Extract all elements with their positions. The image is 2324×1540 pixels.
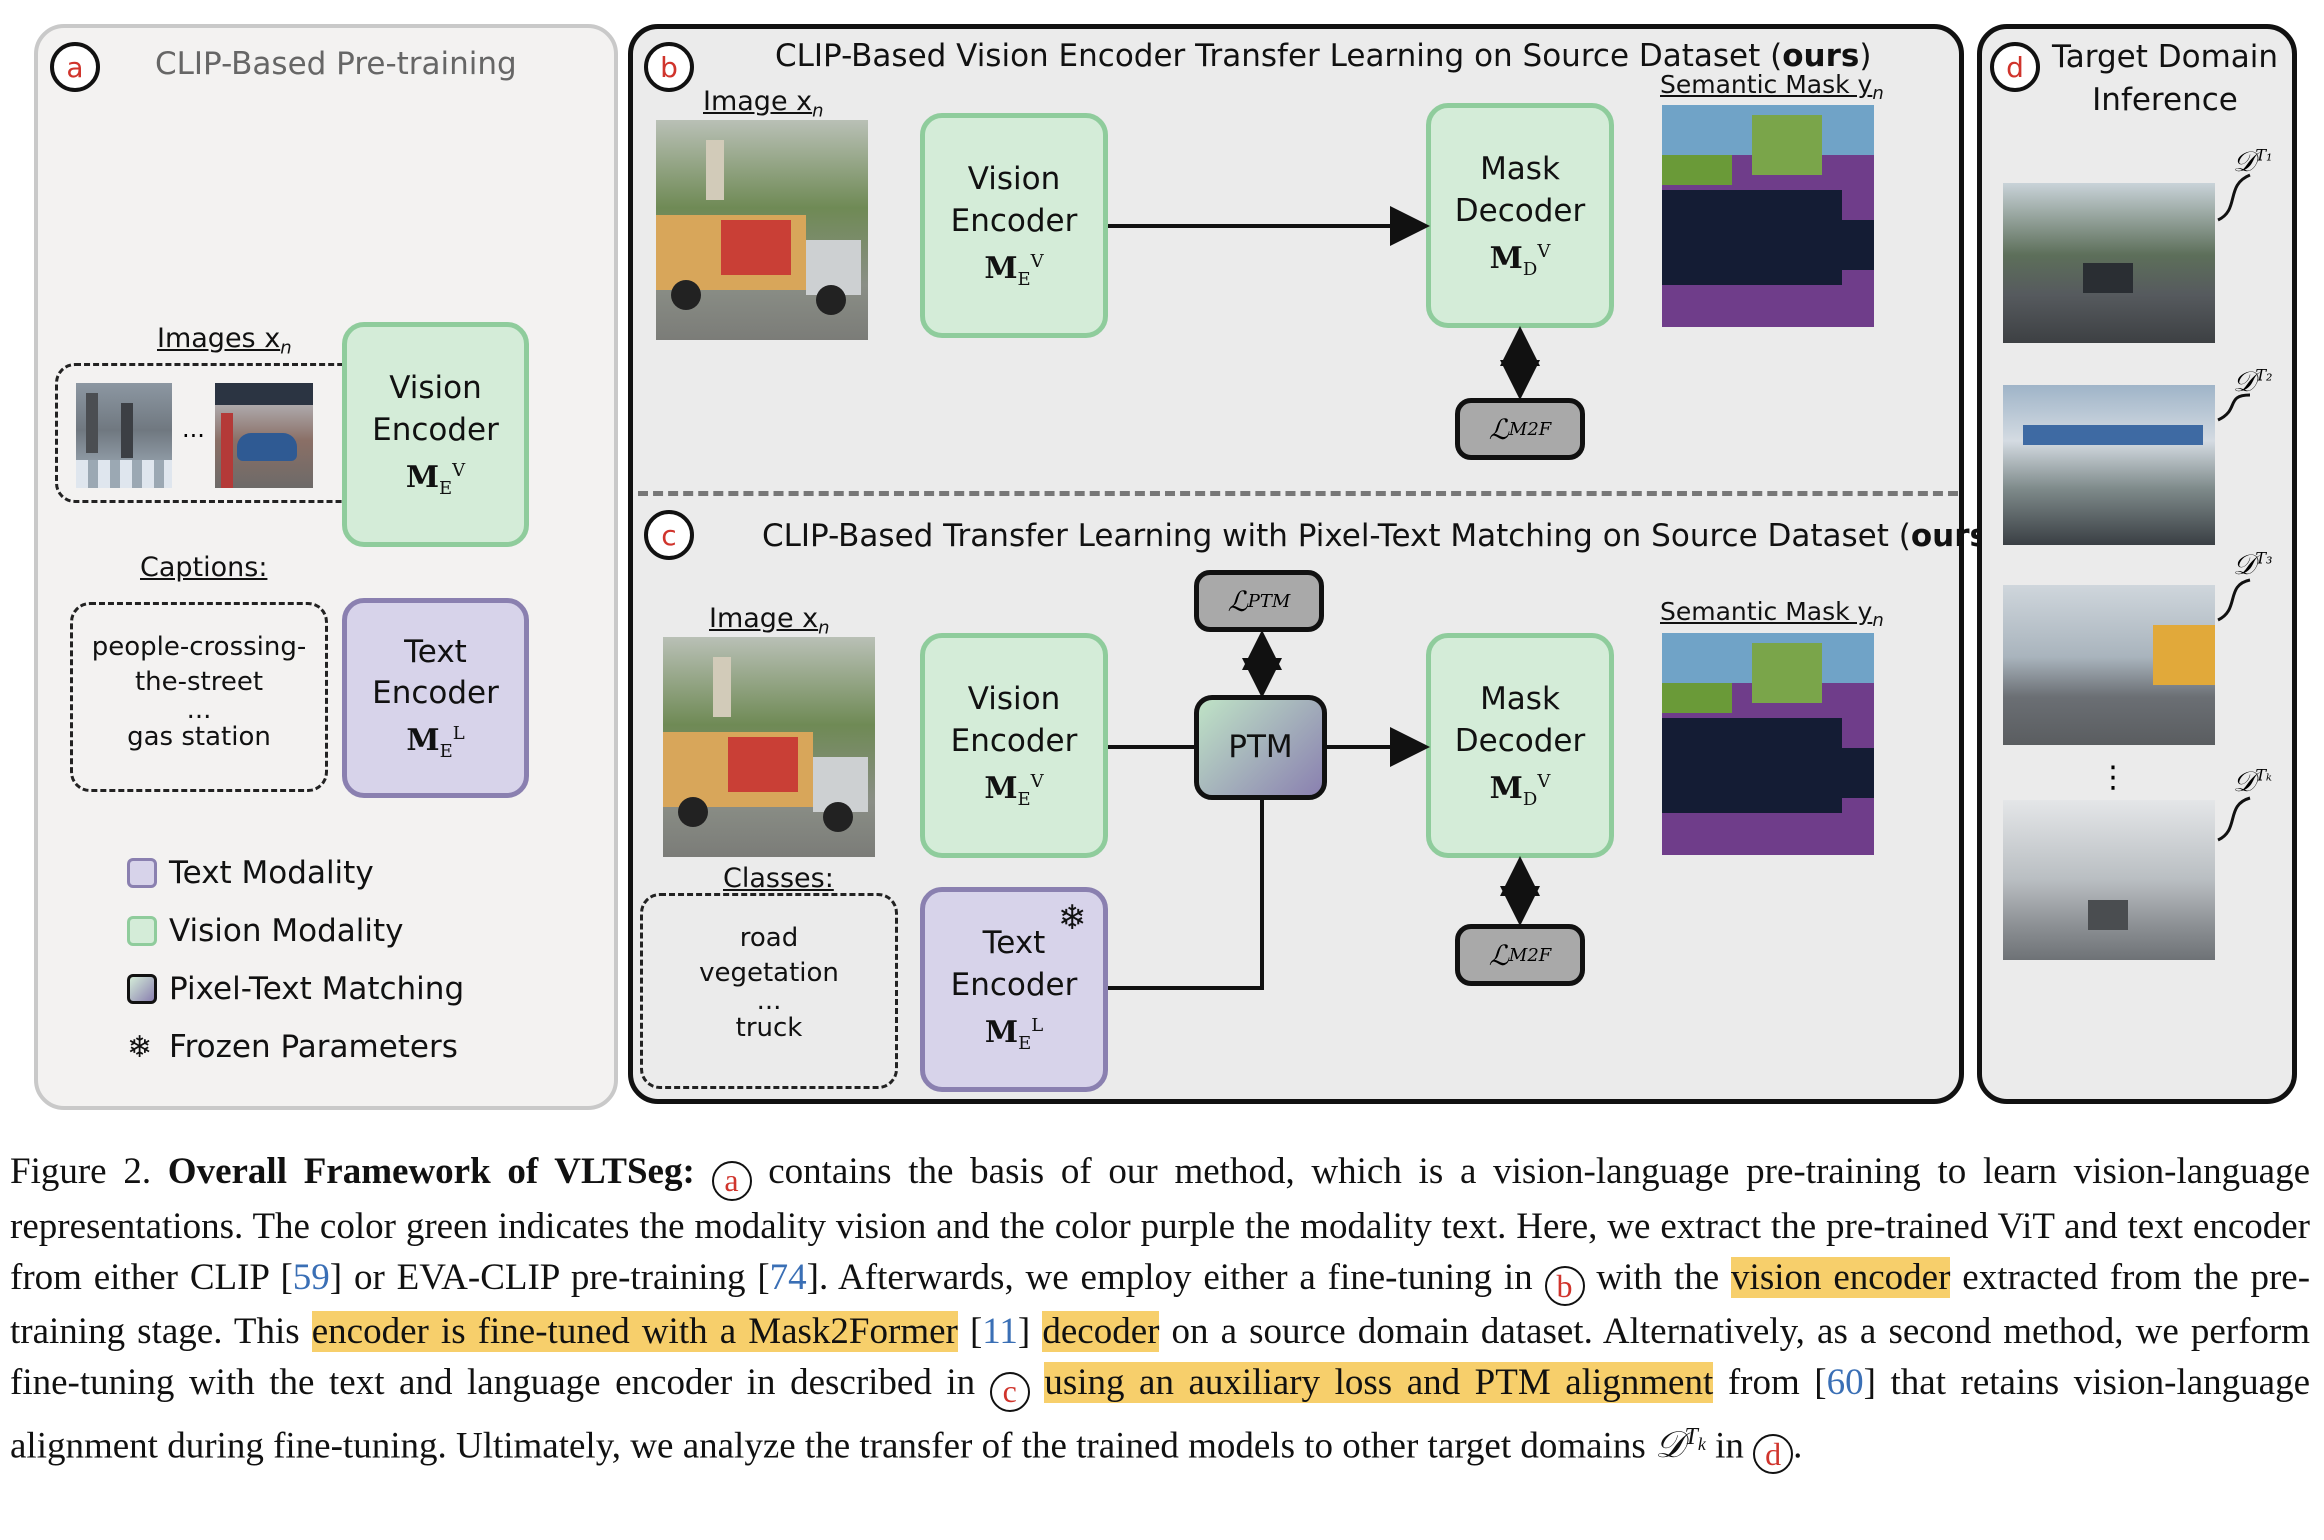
- snowflake-icon: ❄: [127, 1029, 153, 1065]
- vision-encoder-a: Vision Encoder MEV: [342, 322, 529, 547]
- classes-label: Classes:: [723, 863, 834, 894]
- mask-decoder-c: Mask Decoder MDV: [1426, 633, 1614, 858]
- domain-label-2: 𝒟T₂: [2233, 365, 2273, 398]
- semantic-mask-c: [1662, 633, 1874, 855]
- source-image-b: [656, 120, 868, 340]
- panel-a-title: CLIP-Based Pre-training: [155, 46, 517, 82]
- semantic-mask-label-b: Semantic Mask yn: [1660, 70, 1884, 104]
- vision-encoder-b: Vision Encoder MEV: [920, 113, 1108, 338]
- target-image-2: [2003, 385, 2215, 545]
- text-encoder-a: Text Encoder MEL: [342, 598, 529, 798]
- snowflake-icon: ❄: [1058, 900, 1087, 937]
- legend-text-modality: Text Modality: [127, 855, 374, 891]
- classes-list: road vegetation ... truck: [699, 923, 839, 1043]
- panel-b-title: CLIP-Based Vision Encoder Transfer Learn…: [775, 38, 1872, 74]
- crosswalk-image: [76, 383, 172, 488]
- semantic-mask-b: [1662, 105, 1874, 327]
- panel-b-badge: b: [644, 42, 694, 92]
- panel-divider: [638, 491, 1958, 496]
- captions-list: people-crossing- the-street ... gas stat…: [91, 632, 307, 752]
- text-encoder-c: Text Encoder MEL: [920, 887, 1108, 1092]
- images-label: Images xn: [157, 323, 292, 359]
- panel-c-badge: c: [644, 510, 694, 560]
- domain-label-3: 𝒟T₃: [2233, 548, 2273, 581]
- mask-decoder-b: Mask Decoder MDV: [1426, 103, 1614, 328]
- panel-c-title: CLIP-Based Transfer Learning with Pixel-…: [762, 518, 2000, 554]
- source-image-c: [663, 637, 875, 857]
- captions-group: [70, 602, 328, 792]
- semantic-mask-label-c: Semantic Mask yn: [1660, 597, 1884, 631]
- image-label-b: Image xn: [703, 86, 824, 122]
- panel-d-badge: d: [1990, 42, 2040, 92]
- legend-vision-modality: Vision Modality: [127, 913, 403, 949]
- figure-caption: Figure 2. Overall Framework of VLTSeg: a…: [10, 1146, 2310, 1475]
- ptm-box: PTM: [1194, 695, 1327, 800]
- classes-group: [640, 893, 898, 1089]
- target-image-1: [2003, 183, 2215, 343]
- domains-vdots: ⋮: [2098, 760, 2128, 795]
- target-image-3: [2003, 585, 2215, 745]
- vision-encoder-c: Vision Encoder MEV: [920, 633, 1108, 858]
- domain-label-1: 𝒟T₁: [2233, 145, 2273, 178]
- car-image: [215, 383, 313, 488]
- image-label-c: Image xn: [709, 603, 830, 639]
- domain-label-4: 𝒟Tₖ: [2233, 765, 2272, 798]
- legend-frozen-parameters: ❄Frozen Parameters: [127, 1029, 458, 1065]
- legend-pixel-text-matching: Pixel-Text Matching: [127, 971, 464, 1007]
- panel-a-badge: a: [50, 42, 100, 92]
- images-ellipsis: ...: [182, 415, 205, 443]
- captions-label: Captions:: [140, 552, 268, 583]
- target-image-4: [2003, 800, 2215, 960]
